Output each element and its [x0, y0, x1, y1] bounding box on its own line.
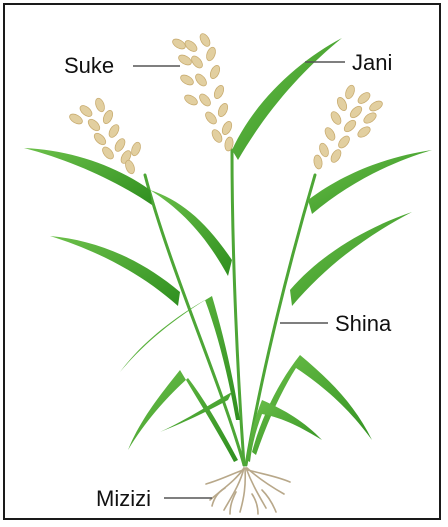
label-roots: Mizizi [96, 488, 151, 510]
label-stem: Shina [335, 313, 391, 335]
grain-heads-illustration [68, 32, 384, 175]
roots-illustration [206, 468, 290, 514]
label-head: Suke [64, 55, 114, 77]
label-leaf: Jani [352, 52, 392, 74]
leaves-illustration [24, 38, 432, 462]
